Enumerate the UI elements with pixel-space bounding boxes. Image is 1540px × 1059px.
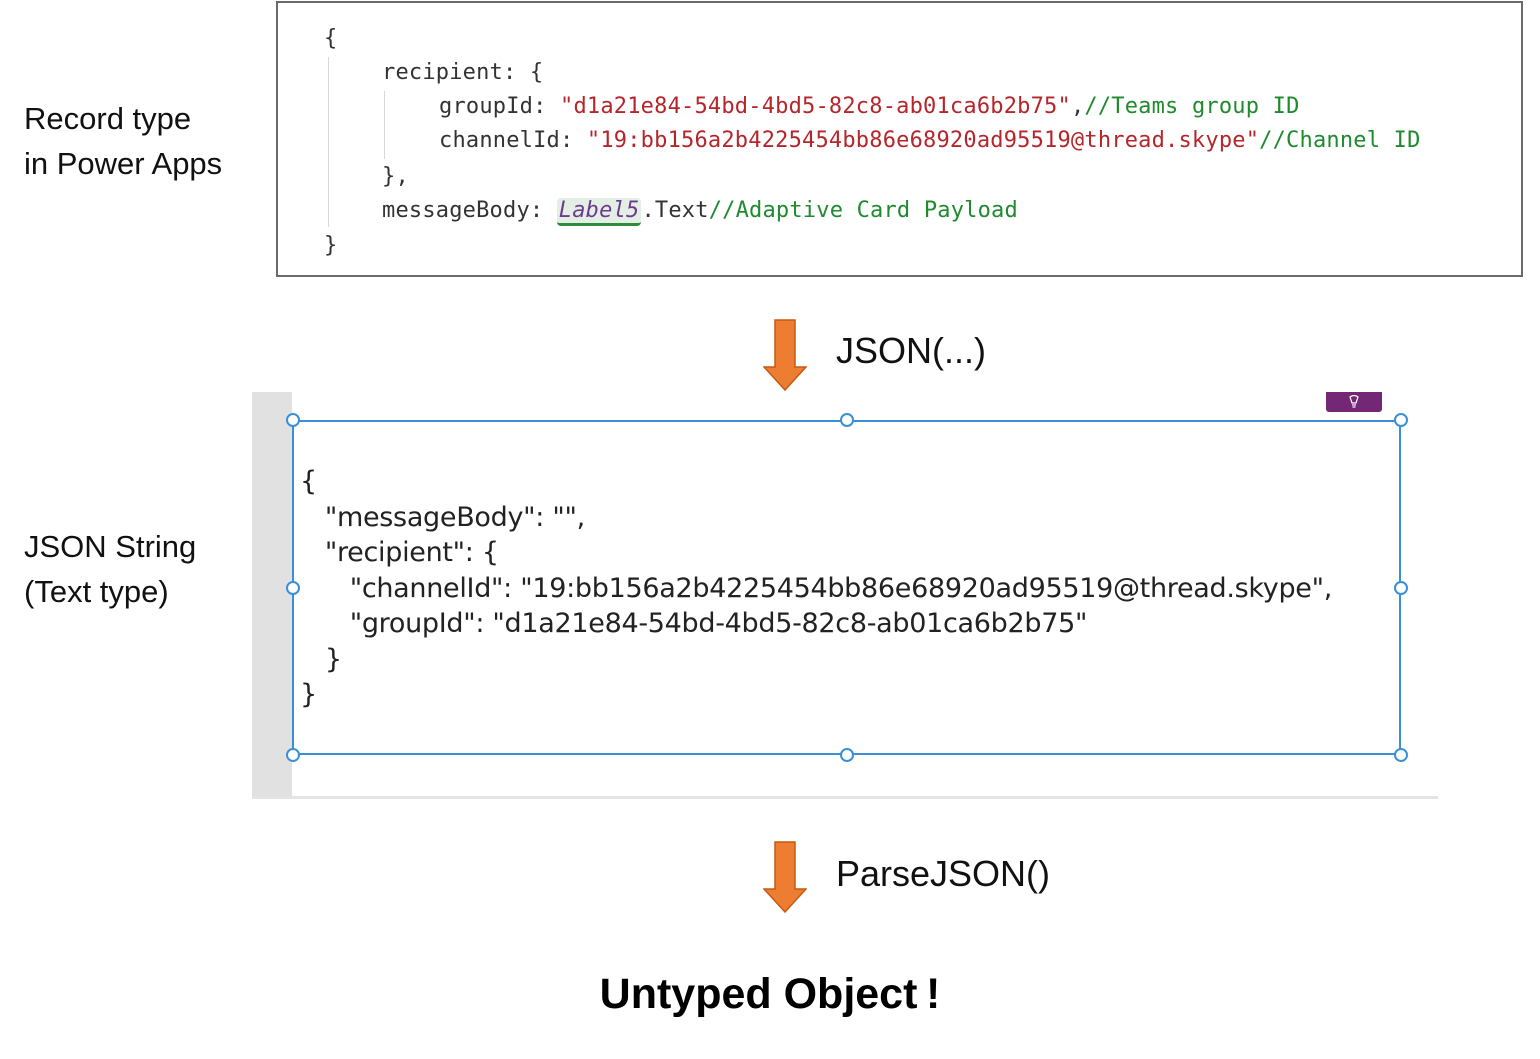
- json-line: {: [300, 466, 317, 497]
- json-string-label-line2: (Text type): [24, 574, 169, 609]
- json-line: "channelId": "19:bb156a2b4225454bb86e689…: [300, 572, 1333, 604]
- code-recipient-close: },: [382, 164, 409, 189]
- code-groupid-line: groupId: "d1a21e84-54bd-4bd5-82c8-ab01ca…: [439, 90, 1300, 124]
- canvas-area: [292, 392, 1438, 796]
- json-string-output: { "messageBody": "", "recipient": { "cha…: [300, 464, 1332, 713]
- resize-handle-top-right[interactable]: [1394, 413, 1408, 427]
- json-line: "groupId": "d1a21e84-54bd-4bd5-82c8-ab01…: [300, 608, 1088, 639]
- json-line: "recipient": {: [300, 537, 499, 568]
- down-arrow-icon: [763, 319, 807, 391]
- groupid-key: groupId:: [439, 94, 561, 119]
- record-type-label-line2: in Power Apps: [24, 146, 223, 181]
- resize-handle-top-left[interactable]: [286, 413, 300, 427]
- result-title: Untyped Object !: [599, 970, 941, 1018]
- resize-handle-right[interactable]: [1394, 581, 1408, 595]
- resize-handle-left[interactable]: [286, 581, 300, 595]
- ideas-badge[interactable]: [1326, 392, 1382, 412]
- resize-handle-top[interactable]: [840, 413, 854, 427]
- code-open-brace: {: [324, 26, 338, 51]
- indent-guide: [328, 57, 329, 227]
- resize-handle-bottom[interactable]: [840, 748, 854, 762]
- json-line: }: [300, 643, 342, 675]
- messagebody-comment: //Adaptive Card Payload: [708, 198, 1018, 223]
- channelid-comment: //Channel ID: [1259, 128, 1421, 153]
- canvas-left-gutter: [252, 392, 292, 798]
- messagebody-property: .Text: [641, 198, 709, 223]
- channelid-value: "19:bb156a2b4225454bb86e68920ad95519@thr…: [586, 128, 1260, 153]
- parsejson-function-label: ParseJSON(): [836, 853, 1051, 894]
- channelid-key: channelId:: [439, 128, 587, 153]
- messagebody-key: messageBody:: [382, 198, 557, 223]
- down-arrow-icon: [763, 841, 807, 913]
- resize-handle-bottom-left[interactable]: [286, 748, 300, 762]
- json-line: "messageBody": "",: [300, 501, 585, 533]
- record-type-label: Record type in Power Apps: [24, 96, 222, 186]
- json-function-label: JSON(...): [836, 330, 986, 371]
- code-messagebody-line: messageBody: Label5.Text//Adaptive Card …: [382, 194, 1018, 228]
- code-channelid-line: channelId: "19:bb156a2b4225454bb86e68920…: [439, 124, 1421, 158]
- json-string-label: JSON String (Text type): [24, 524, 196, 614]
- code-close-brace: }: [324, 233, 338, 258]
- record-type-label-line1: Record type: [24, 101, 192, 136]
- resize-handle-bottom-right[interactable]: [1394, 748, 1408, 762]
- canvas-bottom-edge: [252, 796, 1438, 799]
- code-recipient-line: recipient: {: [382, 60, 544, 85]
- json-string-label-line1: JSON String: [24, 529, 197, 564]
- groupid-separator: ,: [1070, 94, 1085, 119]
- indent-guide: [384, 91, 385, 159]
- lightbulb-icon: [1349, 395, 1359, 408]
- json-line: }: [300, 679, 317, 710]
- label5-reference[interactable]: Label5: [556, 198, 642, 226]
- groupid-comment: //Teams group ID: [1084, 94, 1300, 119]
- groupid-value: "d1a21e84-54bd-4bd5-82c8-ab01ca6b2b75": [560, 94, 1071, 119]
- record-code-panel: { recipient: { groupId: "d1a21e84-54bd-4…: [276, 1, 1523, 277]
